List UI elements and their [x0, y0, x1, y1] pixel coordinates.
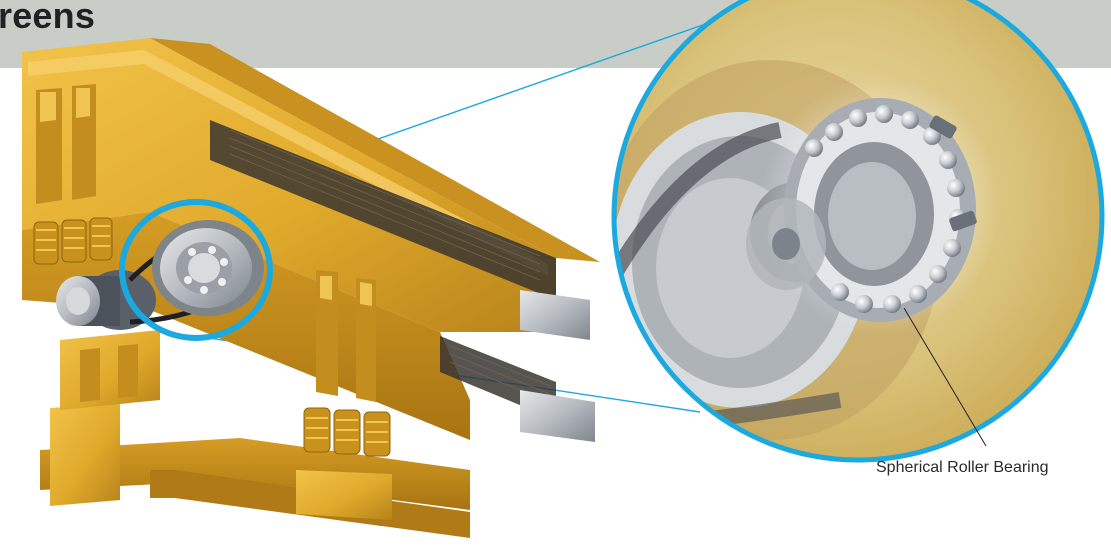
- right-springs: [303, 407, 391, 457]
- screen-machine: [22, 38, 600, 538]
- page-title: reens: [0, 0, 96, 36]
- callout-leader-line: [903, 307, 987, 447]
- screen-decks: [210, 120, 595, 442]
- small-highlight-ring: [119, 199, 273, 341]
- small-bearing-housing: [152, 220, 264, 316]
- zoom-ring: [611, 0, 1105, 463]
- left-springs: [33, 217, 113, 265]
- bearing-callout-label: Spherical Roller Bearing: [876, 459, 1049, 476]
- zoom-detail: [614, 0, 1102, 460]
- spherical-roller-bearing: [760, 76, 1000, 336]
